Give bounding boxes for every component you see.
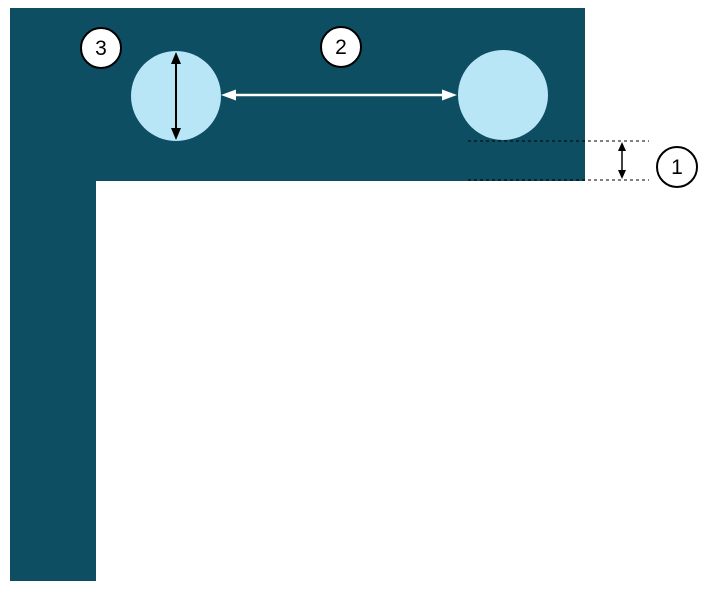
edge-distance-arrow — [618, 142, 626, 179]
callout-3-label: 3 — [95, 36, 107, 60]
callout-2: 2 — [320, 26, 362, 68]
callout-1: 1 — [656, 146, 698, 188]
callout-1-label: 1 — [671, 155, 683, 179]
right-hole-circle — [458, 50, 548, 140]
callout-2-label: 2 — [335, 35, 347, 59]
left-hole-circle — [131, 51, 221, 141]
callout-3: 3 — [80, 27, 122, 69]
